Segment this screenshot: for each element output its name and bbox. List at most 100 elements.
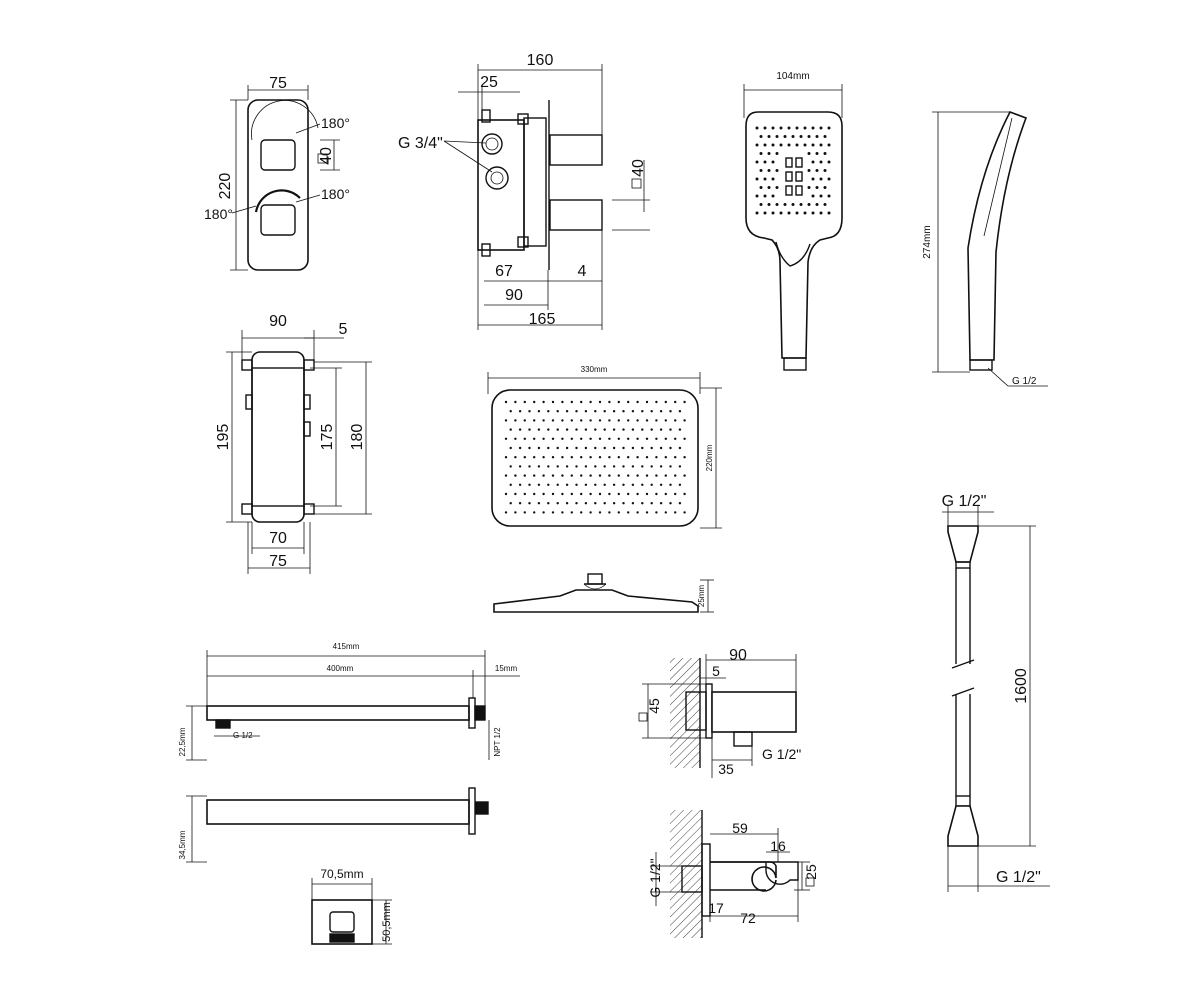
hand-nozzle-dot [783, 135, 787, 138]
rain-nozzle-dot [570, 400, 573, 404]
hand-nozzle-dot [827, 160, 831, 164]
hand-nozzle-dot [815, 135, 819, 138]
rain-nozzle-dot [631, 465, 635, 468]
rain-nozzle-dot [617, 492, 620, 496]
rain-nozzle-dot [608, 437, 611, 440]
rain-nozzle-dot [518, 428, 522, 431]
rain-nozzle-dot [655, 474, 658, 477]
arm-total-label: 415mm [333, 642, 360, 651]
rain-nozzle-dot [622, 483, 625, 486]
rain-nozzle-dot [514, 456, 517, 459]
rain-nozzle-dot [669, 483, 672, 486]
hand-nozzle-dot [815, 152, 819, 155]
rain-nozzle-dot [631, 428, 635, 431]
rain-nozzle-dot [598, 474, 602, 477]
hand-nozzle-dot [759, 186, 763, 189]
rain-nozzle-dot [650, 483, 653, 486]
hand-nozzle-dot [759, 203, 763, 206]
rain-nozzle-dot [589, 456, 592, 459]
hand-nozzle-dot [767, 169, 771, 172]
rain-nozzle-dot [627, 492, 630, 496]
hand-nozzle-dot [819, 143, 823, 147]
rain-nozzle-dot [636, 492, 639, 496]
rain-thickness-label: 25mm [697, 585, 706, 608]
hand-nozzle-dot [819, 211, 823, 215]
rain-nozzle-dot [509, 483, 512, 486]
rain-nozzle-dot [636, 437, 639, 440]
rain-nozzle-dot [598, 400, 602, 404]
side-total-bottom-label: 165 [529, 311, 556, 328]
rain-nozzle-dot [594, 428, 597, 431]
flange-width-label: 70,5mm [320, 867, 363, 881]
hand-nozzle-dot [795, 211, 799, 215]
hand-nozzle-dot [827, 126, 831, 130]
rain-nozzle-dot [650, 410, 653, 413]
hand-nozzle-dot [755, 194, 759, 198]
hand-nozzle-dot [819, 177, 823, 181]
rain-nozzle-dot [551, 437, 555, 440]
rain-nozzle-dot [636, 511, 639, 514]
hand-nozzle-dot [783, 203, 787, 206]
rain-nozzle-dot [641, 483, 644, 486]
hand-nozzle-dot [775, 135, 779, 138]
box-plate-label: 5 [339, 321, 348, 338]
flange-plate [311, 899, 373, 945]
shower-arm-side: 34,5mm [178, 787, 489, 863]
hand-nozzle-dot [763, 126, 767, 130]
arm-flange-label: 15mm [495, 664, 518, 673]
rain-nozzle-dot [584, 502, 588, 505]
hand-nozzle-dot [763, 194, 767, 198]
rain-depth-label: 220mm [705, 444, 714, 471]
hand-shower-side: 274mm G 1/2 [922, 111, 1048, 387]
hand-nozzle-dot [823, 135, 827, 138]
outlet-thread-label: G 1/2" [762, 746, 801, 762]
rain-nozzle-dot [584, 465, 588, 468]
hand-nozzle-dot [763, 211, 767, 215]
rain-nozzle-dot [683, 492, 686, 496]
rain-nozzle-dot [561, 456, 564, 459]
rain-nozzle-dot [631, 446, 635, 450]
rain-nozzle-dot [627, 474, 630, 477]
hand-nozzle-dot [807, 169, 811, 172]
mounting-box: 90 5 195 175 180 70 75 [215, 313, 372, 574]
rain-nozzle-dot [570, 474, 573, 477]
rain-nozzle-dot [565, 428, 569, 431]
hand-nozzle-dot [771, 177, 775, 181]
rain-nozzle-dot [514, 419, 517, 422]
rain-nozzle-dot [603, 410, 606, 413]
rain-nozzle-dot [645, 511, 649, 514]
hand-nozzle-dot [771, 126, 775, 130]
rain-nozzle-dot [537, 428, 541, 431]
hand-nozzle-dot [819, 160, 823, 164]
rain-nozzle-dot [528, 446, 531, 450]
rain-nozzle-dot [504, 492, 508, 496]
rain-width-label: 330mm [581, 365, 608, 374]
rain-nozzle-dot [561, 474, 564, 477]
rain-nozzle-dot [504, 437, 508, 440]
rain-nozzle-dot [664, 400, 667, 404]
rain-nozzle-dot [612, 446, 616, 450]
arm-side-height-label: 34,5mm [178, 830, 187, 859]
rain-nozzle-dot [509, 502, 512, 505]
hand-nozzle-dot [807, 152, 811, 155]
outlet-base-label: 35 [718, 761, 734, 777]
rain-nozzle-dot [612, 410, 616, 413]
rain-nozzle-dot [603, 446, 606, 450]
shower-arm-tube [206, 705, 470, 721]
side-plate-label: 4 [578, 263, 587, 280]
side-depth-b-label: 90 [505, 287, 523, 304]
rain-nozzle-dot [617, 511, 620, 514]
side-depth-a-label: 67 [495, 263, 513, 280]
hand-nozzle-dot [755, 177, 759, 181]
rain-nozzle-dot [537, 465, 541, 468]
hand-nozzle-dot [759, 152, 763, 155]
valve-knob-bottom [260, 204, 296, 236]
box-height-outer-label: 195 [215, 424, 232, 451]
rain-nozzle-dot [551, 474, 555, 477]
rain-nozzle-dot [589, 511, 592, 514]
rain-nozzle-dot [533, 400, 536, 404]
hose-bottom-fitting [947, 805, 979, 847]
side-knob-size-label: 40 [630, 159, 647, 177]
rain-nozzle-dot [580, 437, 583, 440]
